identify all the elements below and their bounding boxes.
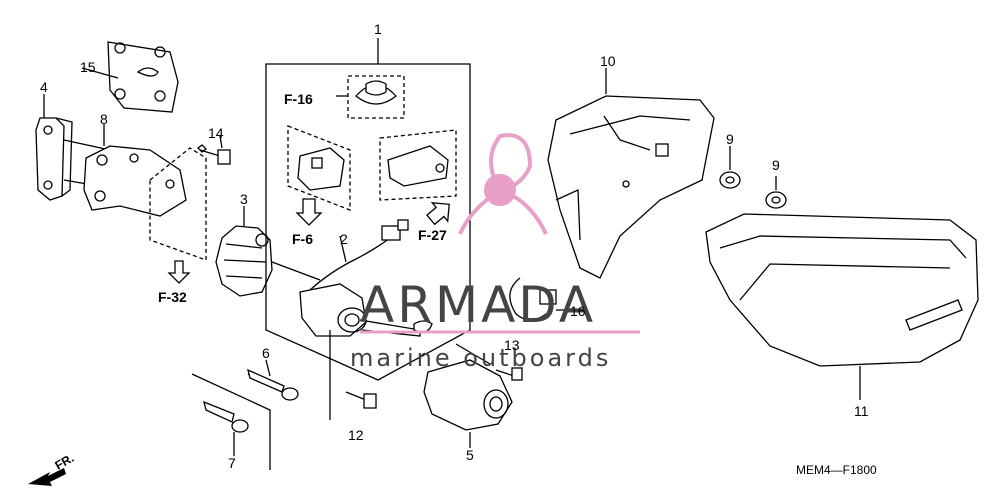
- part-12-screw: [329, 330, 377, 420]
- label-part-7: 7: [228, 455, 236, 471]
- part-7-key: [203, 400, 249, 456]
- part-1-frame: [265, 38, 471, 381]
- propeller-icon: [458, 133, 548, 235]
- watermark-tagline: marine outboards: [350, 344, 611, 372]
- label-part-15: 15: [80, 59, 96, 75]
- ref-f16: F-16: [284, 91, 313, 107]
- label-part-4: 4: [40, 79, 48, 95]
- part-6-key: [247, 359, 299, 401]
- part-4-bracket: [35, 94, 111, 201]
- ref-f6: F-6: [292, 231, 313, 247]
- f27-connector: [379, 129, 457, 201]
- direction-label: FR.: [53, 451, 77, 473]
- label-part-11: 11: [854, 403, 869, 419]
- ref-arrows: [167, 198, 450, 284]
- part-11-side-cover: [705, 213, 979, 400]
- label-part-2: 2: [340, 231, 348, 247]
- label-part-12: 12: [348, 427, 364, 443]
- front-arrow-icon: [28, 468, 66, 486]
- diagram-code: MEM4—F1800: [796, 463, 877, 477]
- part-8-stay: [83, 124, 187, 217]
- key-group-frame: [191, 373, 271, 470]
- f32-dashed-frame: [149, 147, 207, 261]
- label-part-16: 16: [570, 303, 586, 319]
- label-part-10: 10: [600, 53, 616, 69]
- part-5-cover: [423, 343, 513, 448]
- part-15-plate: [81, 41, 179, 113]
- part-14-bolt: [197, 135, 231, 165]
- label-part-6: 6: [262, 345, 270, 361]
- part-10-side-cover-inner: [547, 68, 715, 279]
- label-part-5: 5: [466, 447, 474, 463]
- ref-f27: F-27: [418, 227, 447, 243]
- watermark-logo: ARMADA marine outboards: [350, 133, 640, 372]
- label-part-9b: 9: [772, 157, 780, 173]
- f6-connector: [287, 125, 351, 211]
- label-part-13: 13: [504, 337, 520, 353]
- part-9-grommet-a: [719, 146, 741, 189]
- label-part-8: 8: [100, 111, 108, 127]
- part-16-clip: [509, 277, 566, 321]
- f16-grommet: [336, 75, 405, 119]
- label-part-3: 3: [240, 191, 248, 207]
- watermark-brand: ARMADA: [360, 276, 596, 334]
- ref-f32: F-32: [158, 289, 187, 305]
- label-part-1: 1: [374, 21, 382, 37]
- ignition-switch: [299, 283, 433, 337]
- part-3-switch: [215, 206, 321, 297]
- part-13-screw: [495, 367, 523, 381]
- label-part-9a: 9: [726, 131, 734, 147]
- part-9-grommet-b: [765, 176, 787, 209]
- part-2-wire: [309, 219, 409, 291]
- label-part-14: 14: [208, 125, 224, 141]
